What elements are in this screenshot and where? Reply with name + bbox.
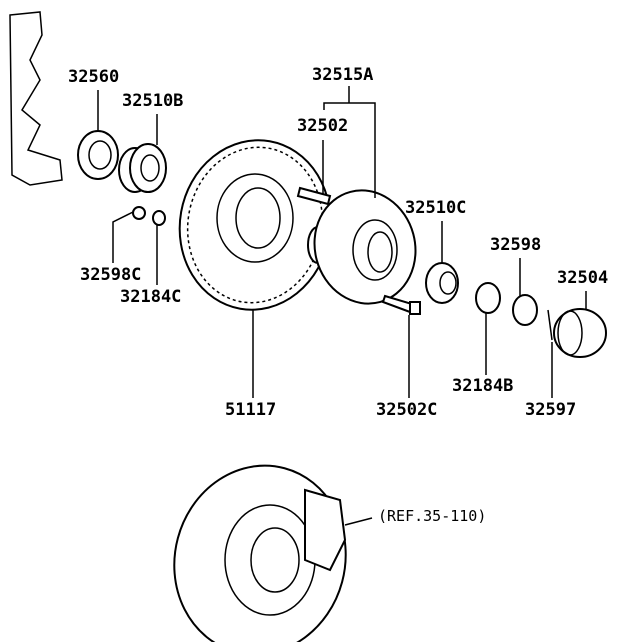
bearing-32510B (118, 143, 167, 193)
label-32515A: 32515A (312, 65, 373, 85)
label-32502C: 32502C (376, 400, 437, 420)
label-32598C: 32598C (80, 265, 141, 285)
label-32510B: 32510B (122, 91, 183, 111)
washer-32184B (475, 282, 501, 314)
steering-knuckle (9, 11, 63, 186)
leader-lines (97, 86, 587, 526)
axle-hub-32515A (307, 189, 417, 305)
assembled-rotor-with-caliper (173, 464, 347, 642)
label-32597: 32597 (525, 400, 576, 420)
label-32598: 32598 (490, 235, 541, 255)
label-32502: 32502 (297, 116, 348, 136)
label-32560: 32560 (68, 67, 119, 87)
label-32184C: 32184C (120, 287, 181, 307)
lock-nut-cap-32598 (512, 294, 538, 326)
washer-32184C (152, 210, 166, 226)
label-32510C: 32510C (405, 198, 466, 218)
reference-note: (REF.35-110) (378, 507, 486, 525)
cotter-pin-32597 (547, 309, 553, 341)
nut-32598C (132, 206, 146, 220)
grease-cap-32504 (553, 308, 607, 358)
label-32504: 32504 (557, 268, 608, 288)
hub-bolt-32502 (296, 186, 332, 206)
bearing-32510C (425, 262, 459, 304)
hub-bolt-32502C (381, 294, 414, 314)
label-51117: 51117 (225, 400, 276, 420)
label-32184B: 32184B (452, 376, 513, 396)
oil-seal-32560 (77, 130, 119, 180)
